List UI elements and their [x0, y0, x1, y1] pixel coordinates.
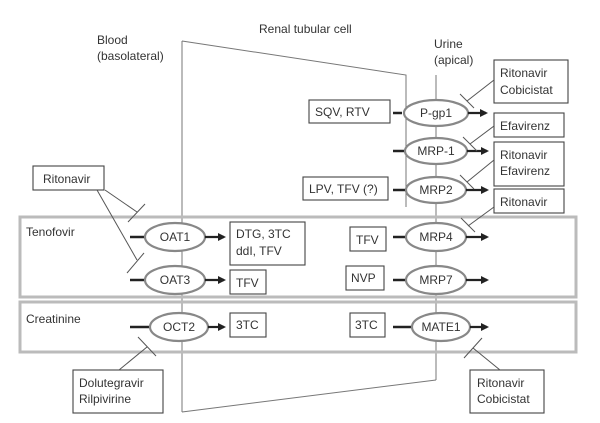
- blood-label-1: Blood: [97, 33, 128, 47]
- oat3-substrate: TFV: [236, 276, 259, 290]
- oat-inhibitor-1: Ritonavir: [43, 172, 90, 186]
- oat3-inhibition-line: [96, 189, 138, 261]
- blood-label-2: (basolateral): [97, 49, 164, 63]
- mrp1-inhibition-line: [469, 125, 495, 145]
- mrp7-label: MRP7: [419, 273, 453, 287]
- tenofovir-region-label: Tenofovir: [26, 225, 75, 239]
- mate1-inhibitor-1: Ritonavir: [477, 376, 524, 390]
- mate1-substrate-box: [349, 312, 386, 338]
- oct2-inhibitor-box: [72, 369, 164, 414]
- oct2-inhibition-line: [118, 346, 148, 371]
- urine-label-2: (apical): [434, 53, 473, 67]
- cell-outline-bottom-line: [181, 379, 437, 413]
- pgp1-inhibitor-2: Cobicistat: [500, 83, 553, 97]
- mrp1-label: MRP-1: [417, 144, 455, 158]
- mrp1-inhibitor-box: [493, 112, 565, 138]
- mrp2-substrate-box: [302, 176, 389, 201]
- mate1-inhibitor-box: [469, 369, 545, 414]
- mrp7-substrate: NVP: [351, 271, 376, 285]
- oct2-inhibitor-2: Rilpivirine: [79, 392, 131, 406]
- oat3-label: OAT3: [160, 273, 191, 287]
- cell-label: Renal tubular cell: [259, 22, 352, 36]
- mrp2-inhibitor-2: Efavirenz: [500, 164, 550, 178]
- pgp1-inhibition-line: [466, 79, 495, 102]
- mrp7-substrate-box: [345, 265, 385, 291]
- mrp2-substrate: LPV, TFV (?): [309, 182, 378, 196]
- mrp4-inhibition-line: [467, 206, 495, 227]
- pgp1-substrate: SQV, RTV: [315, 105, 370, 119]
- oat1-inhibition-tbar: [127, 203, 146, 223]
- oct2-substrate: 3TC: [236, 318, 259, 332]
- oat-inhibitor-box: [32, 165, 105, 191]
- creatinine-region-label: Creatinine: [26, 312, 81, 326]
- mrp2-inhibitor-box: [493, 141, 565, 187]
- oct2-inhibitor-1: Dolutegravir: [79, 376, 144, 390]
- mrp4-inhibitor-box: [493, 188, 565, 214]
- pgp1-inhibitor-1: Ritonavir: [500, 66, 547, 80]
- mate1-inhibition-line: [472, 347, 501, 371]
- mrp4-label: MRP4: [419, 230, 453, 244]
- oat1-inhibition-line: [104, 189, 138, 213]
- pgp1-substrate-box: [308, 99, 391, 124]
- urine-label-1: Urine: [434, 37, 463, 51]
- pgp1-inhibition-tbar: [459, 93, 475, 109]
- oat1-substrate-box: [229, 221, 306, 266]
- mate1-label: MATE1: [421, 320, 460, 334]
- oat1-substrate-1: DTG, 3TC: [236, 227, 291, 241]
- mrp4-substrate: TFV: [356, 233, 379, 247]
- mrp1-inhibition-tbar: [462, 136, 478, 152]
- oct2-label: OCT2: [163, 320, 195, 334]
- creatinine-region: [18, 300, 578, 354]
- oat3-inhibition-tbar: [126, 252, 145, 274]
- mrp2-label: MRP2: [419, 183, 453, 197]
- mate1-inhibitor-2: Cobicistat: [477, 392, 530, 406]
- mrp4-inhibitor-1: Ritonavir: [500, 195, 547, 209]
- pgp1-label: P-gp1: [420, 106, 452, 120]
- pgp1-inhibitor-box: [493, 59, 569, 104]
- mate1-substrate: 3TC: [355, 318, 378, 332]
- oat1-substrate-2: ddI, TFV: [236, 244, 282, 258]
- mrp1-inhibitor-1: Efavirenz: [500, 119, 550, 133]
- oat1-label: OAT1: [160, 230, 191, 244]
- oct2-inhibition-tbar: [137, 336, 157, 357]
- mrp2-inhibition-line: [466, 159, 495, 183]
- cell-outline-top: [181, 40, 407, 207]
- oct2-substrate-box: [229, 312, 267, 338]
- mrp4-substrate-box: [349, 226, 387, 252]
- mrp4-inhibition-tbar: [460, 217, 476, 233]
- tenofovir-region: [18, 215, 578, 299]
- oat3-substrate-box: [229, 269, 267, 295]
- mrp2-inhibitor-1: Ritonavir: [500, 148, 547, 162]
- mrp2-inhibition-tbar: [459, 174, 475, 190]
- mate1-inhibition-tbar: [463, 337, 483, 359]
